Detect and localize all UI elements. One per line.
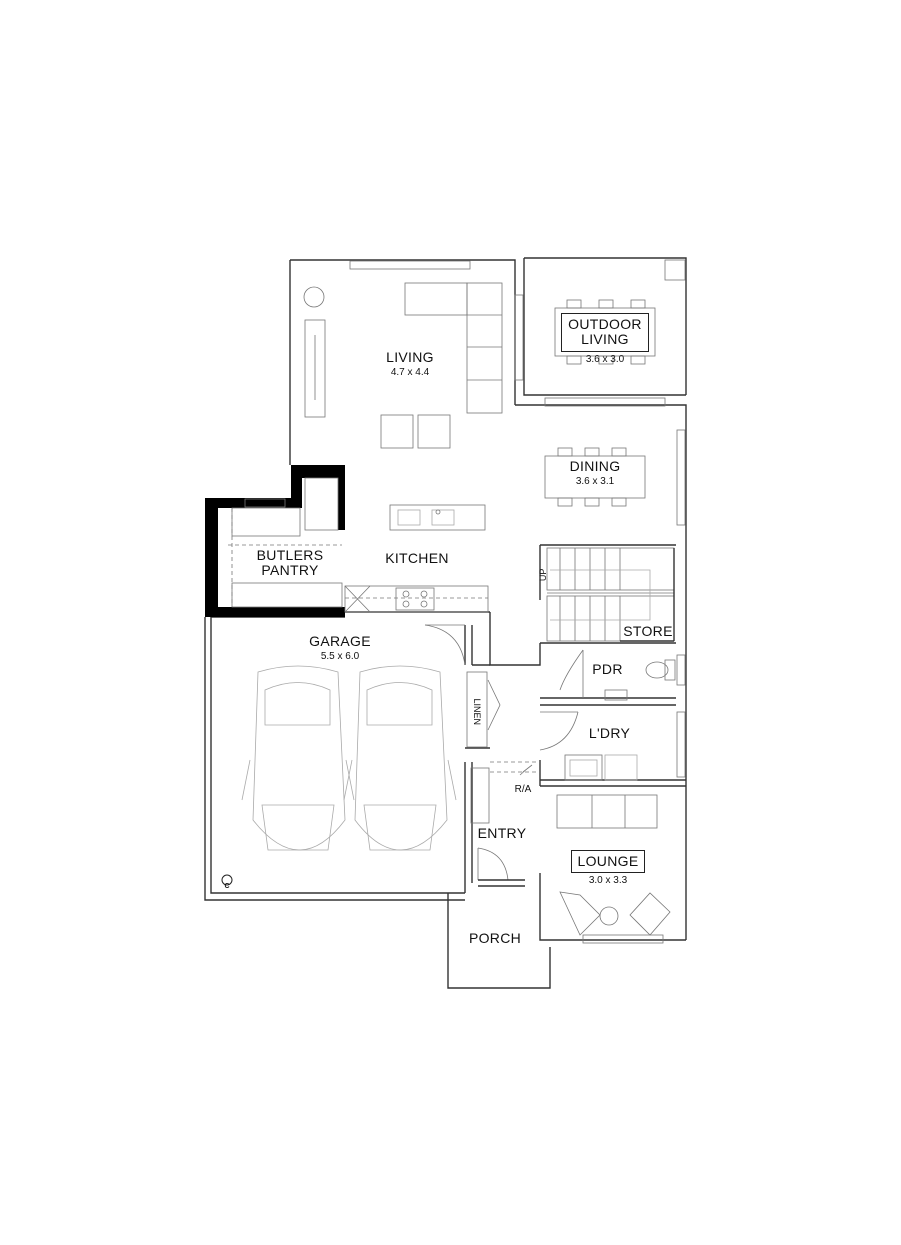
outdoor-table xyxy=(554,299,656,365)
pantry-solid-walls xyxy=(205,465,345,617)
living-name: LIVING xyxy=(386,349,434,365)
meter-symbol-label: C xyxy=(224,883,230,890)
outdoor-living-tag: OUTDOOR LIVING xyxy=(561,313,649,352)
return-air-label: R/A xyxy=(514,784,532,795)
porch-name: PORCH xyxy=(468,930,522,946)
butlers-pantry-name-2: PANTRY xyxy=(261,562,319,579)
room-label-store: STORE xyxy=(622,623,674,639)
staircase xyxy=(546,547,675,642)
interior-walls xyxy=(465,404,686,787)
kitchen-joinery xyxy=(228,477,489,613)
room-label-outdoor-living: OUTDOOR LIVING 3.6 x 3.0 xyxy=(560,313,650,365)
room-label-porch: PORCH xyxy=(462,930,528,946)
return-air-symbol xyxy=(519,764,533,776)
stair-up-label: UP xyxy=(538,568,549,582)
lounge-tag: LOUNGE xyxy=(570,850,646,874)
car-left xyxy=(241,665,355,851)
room-label-lounge: LOUNGE 3.0 x 3.3 xyxy=(563,850,653,886)
lounge-furniture xyxy=(556,794,671,936)
laundry-fixtures xyxy=(490,711,638,781)
room-label-entry: ENTRY xyxy=(472,825,532,841)
garage-dims: 5.5 x 6.0 xyxy=(320,651,360,663)
linen-name: LINEN xyxy=(471,698,482,726)
room-label-dining: DINING 3.6 x 3.1 xyxy=(555,458,635,488)
room-label-kitchen: KITCHEN xyxy=(378,550,456,566)
outdoor-living-dims: 3.6 x 3.0 xyxy=(585,353,625,365)
outdoor-living-name-2: LIVING xyxy=(581,331,629,348)
garage-name: GARAGE xyxy=(309,633,371,649)
pdr-name: PDR xyxy=(592,661,623,677)
dining-name: DINING xyxy=(569,458,621,474)
living-furniture xyxy=(303,282,503,449)
pdr-fixtures xyxy=(559,649,676,701)
car-right xyxy=(343,665,457,851)
store-name: STORE xyxy=(623,623,673,639)
living-dims: 4.7 x 4.4 xyxy=(390,367,430,379)
dining-table xyxy=(544,447,646,507)
room-label-pdr: PDR xyxy=(585,661,630,677)
room-label-garage: GARAGE 5.5 x 6.0 xyxy=(300,633,380,663)
room-label-living: LIVING 4.7 x 4.4 xyxy=(380,349,440,379)
entry-name: ENTRY xyxy=(477,825,527,841)
lounge-dims: 3.0 x 3.3 xyxy=(588,875,628,887)
laundry-name: L'DRY xyxy=(588,725,631,741)
lounge-name: LOUNGE xyxy=(577,853,639,869)
room-label-linen: LINEN xyxy=(469,682,487,742)
room-label-butlers-pantry: BUTLERS PANTRY xyxy=(250,547,330,579)
kitchen-name: KITCHEN xyxy=(385,550,449,566)
butlers-pantry-name-1: BUTLERS xyxy=(256,547,324,563)
meter-symbol-circle xyxy=(221,874,233,886)
windows xyxy=(244,259,686,944)
outdoor-living-name-1: OUTDOOR xyxy=(568,316,642,332)
room-label-laundry: L'DRY xyxy=(582,725,637,741)
dining-dims: 3.6 x 3.1 xyxy=(575,476,615,488)
linen-entry xyxy=(466,671,525,887)
garage-door xyxy=(424,624,466,666)
